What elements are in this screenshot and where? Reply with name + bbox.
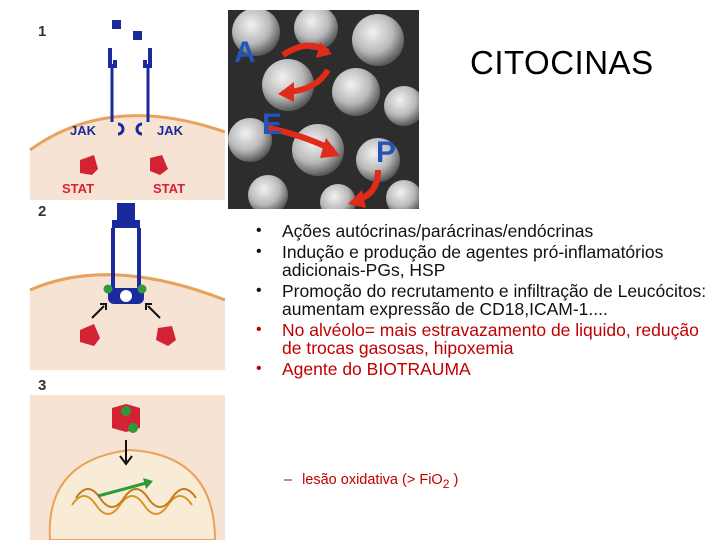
bullet-item: • Promoção do recrutamento e infiltração …: [252, 282, 714, 318]
panel-3: 3: [30, 377, 225, 540]
jak-label-left: JAK: [70, 123, 97, 138]
step-label-3: 3: [38, 377, 46, 394]
jak-label-right: JAK: [157, 123, 184, 138]
bullet-text: Agente do BIOTRAUMA: [282, 359, 471, 379]
sub-bullet-subscript: 2: [442, 476, 450, 491]
photo-letter-e: E: [262, 108, 282, 141]
bullet-text: Indução e produção de agentes pró-inflam…: [282, 242, 664, 280]
slide-title: CITOCINAS: [470, 44, 654, 81]
photo-letter-p: P: [376, 136, 396, 169]
bullet-dot: •: [256, 282, 262, 299]
sub-bullet-suffix: ): [449, 472, 459, 488]
jak-stat-diagram: 1 JAK JAK STAT STAT 2: [29, 20, 226, 540]
photo-letter-a: A: [234, 36, 256, 69]
bullet-dot: •: [256, 222, 262, 239]
bullet-item: • Agente do BIOTRAUMA: [252, 360, 714, 378]
panel-1: 1 JAK JAK STAT STAT: [29, 20, 226, 200]
step-label-2: 2: [38, 203, 46, 220]
bullet-list: •Ações autócrinas/parácrinas/endócrinas …: [252, 222, 714, 381]
cell-micrograph: A E P: [228, 10, 419, 209]
step-label-1: 1: [38, 23, 46, 40]
bullet-item: • No alvéolo= mais estravazamento de liqu…: [252, 321, 714, 357]
bullet-item: • Indução e produção de agentes pró-infla…: [252, 243, 714, 279]
bullet-text: Promoção do recrutamento e infiltração d…: [282, 281, 707, 319]
bullet-dot: •: [256, 321, 262, 338]
sub-bullet-text: lesão oxidativa (> FiO: [302, 472, 443, 488]
sub-bullet-dash: –: [284, 472, 293, 488]
stat-label-left: STAT: [62, 181, 94, 196]
bullet-dot: •: [256, 243, 262, 260]
bullet-text: No alvéolo= mais estravazamento de liqui…: [282, 320, 699, 358]
panel-2: 2: [29, 203, 226, 370]
bullet-dot: •: [256, 360, 262, 377]
bullet-item: • Ações autócrinas/parácrinas/endócrinas: [252, 222, 714, 240]
bullet-text: Ações autócrinas/parácrinas/endócrinas: [282, 221, 594, 241]
stat-label-right: STAT: [153, 181, 185, 196]
sub-bullet: –lesão oxidativa (> FiO2 ): [284, 472, 458, 491]
